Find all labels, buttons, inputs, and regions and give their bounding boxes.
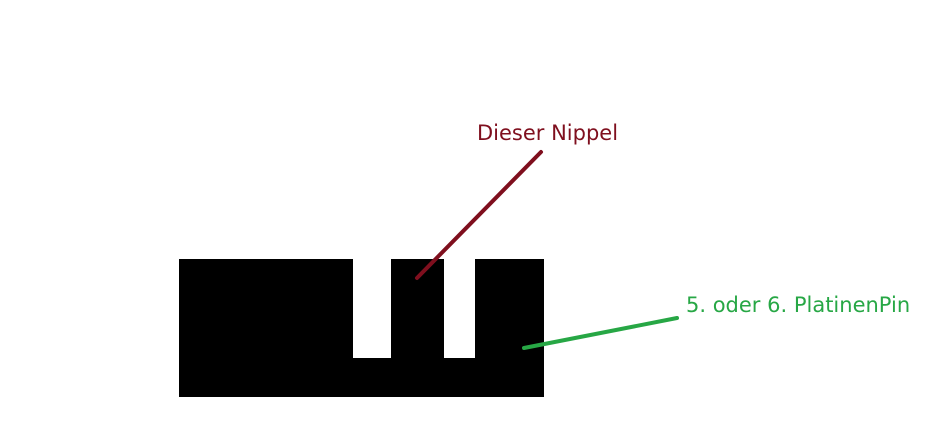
nippel-label: Dieser Nippel bbox=[477, 121, 619, 145]
platinen-pin-label: 5. oder 6. PlatinenPin bbox=[686, 293, 911, 317]
connector-profile bbox=[179, 259, 544, 397]
connector-slot-right bbox=[444, 259, 475, 358]
connector-slot-left bbox=[353, 259, 391, 358]
nippel-pointer-line bbox=[415, 150, 543, 280]
pin-pointer-line bbox=[522, 316, 679, 350]
